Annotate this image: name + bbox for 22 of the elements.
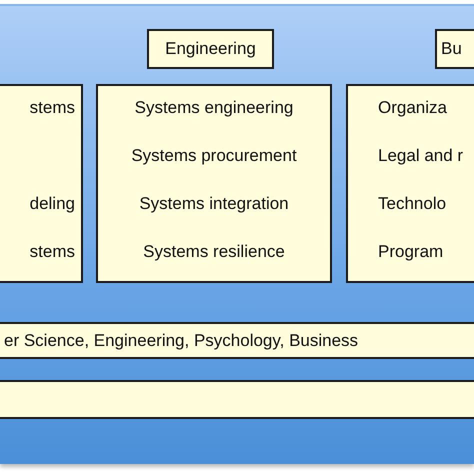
- topic-text: Technolo: [378, 194, 446, 214]
- topic-list-box: [346, 84, 474, 283]
- topic-text: stems: [30, 242, 75, 262]
- category-header-box: [147, 29, 274, 69]
- category-title: Bu: [441, 39, 462, 59]
- topic-text: deling: [30, 194, 75, 214]
- topic-text: Systems resilience: [143, 242, 285, 262]
- discipline-band: [0, 322, 474, 359]
- topic-list-box: [0, 84, 83, 283]
- topic-text: Systems engineering: [134, 98, 294, 118]
- category-title: Engineering: [165, 39, 256, 59]
- topic-list-box: [96, 84, 332, 283]
- background-panel: [0, 4, 474, 464]
- topic-text: stems: [30, 98, 75, 118]
- topic-text: Systems integration: [139, 194, 289, 214]
- topic-text: Legal and r: [378, 146, 464, 166]
- empty-band: [0, 380, 474, 419]
- topic-text: Program: [378, 242, 444, 262]
- category-header-box: [435, 29, 474, 69]
- topic-text: Systems procurement: [131, 146, 297, 166]
- topic-text: Organiza: [378, 98, 447, 118]
- discipline-text: er Science, Engineering, Psychology, Business: [4, 330, 358, 350]
